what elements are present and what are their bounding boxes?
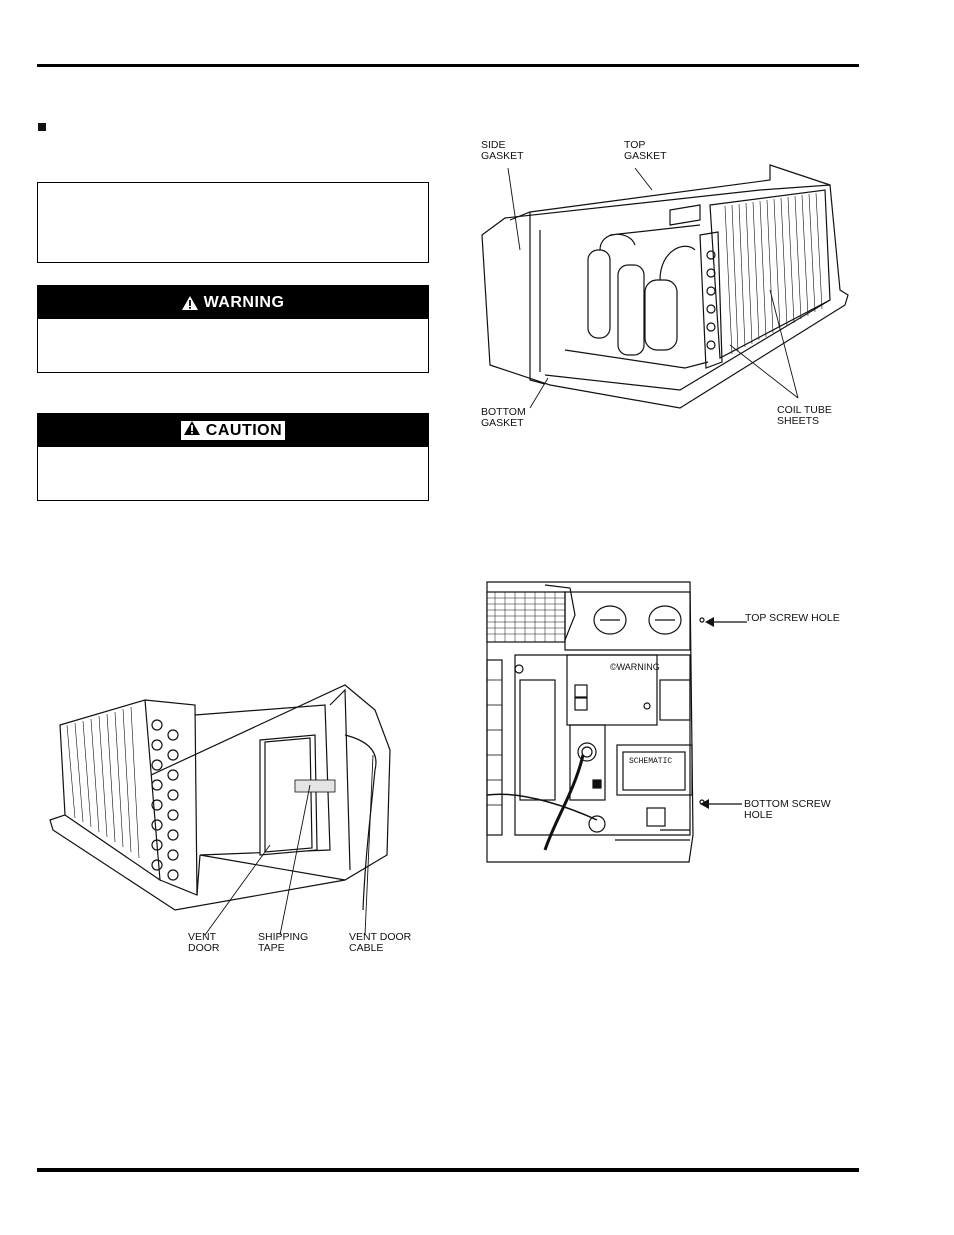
vent-door-cable-label: VENT DOOR CABLE [349,931,412,954]
control-panel-illustration: ©WARNING SCHEMATIC [486,581,705,863]
panel-schematic-text: SCHEMATIC [629,757,672,766]
top-screw-hole-label: TOP SCREW HOLE [745,612,840,624]
warning-box: WARNING [37,285,429,373]
bottom-screw-hole-label: BOTTOM SCREW HOLE [744,798,831,821]
warning-label: WARNING [203,293,285,311]
vent-door-illustration [49,684,391,936]
figure-chassis-rear: SIDE GASKET TOP GASKET BOTTOM GASKET COI… [470,140,870,440]
bottom-gasket-label: BOTTOM GASKET [481,406,526,429]
chassis-rear-illustration [481,164,849,409]
side-gasket-label: SIDE GASKET [481,139,524,162]
caution-label: CAUTION [205,422,283,439]
top-gasket-label: TOP GASKET [624,139,667,162]
shipping-tape-label: SHIPPING TAPE [258,931,309,954]
footer-rule [37,1168,859,1172]
warning-header: WARNING [38,286,428,319]
section-bullet [38,123,46,131]
vent-door-label: VENT DOOR [188,931,220,954]
bottom-screw-hole-arrow [700,799,742,809]
caution-header: CAUTION [38,414,428,447]
warning-triangle-icon [181,295,198,310]
top-screw-hole-arrow [705,617,747,627]
figure-control-panel: ©WARNING SCHEMATIC [485,580,715,865]
coil-tube-sheets-label: COIL TUBE SHEETS [777,404,832,427]
figure-vent-door: VENT DOOR SHIPPING TAPE VENT DOOR CABLE [45,680,425,960]
header-rule [37,64,859,67]
caution-box: CAUTION [37,413,429,501]
caution-label-wrap: CAUTION [180,421,286,440]
note-box [37,182,429,263]
panel-warning-text: ©WARNING [610,662,660,672]
caution-triangle-icon [183,421,200,435]
